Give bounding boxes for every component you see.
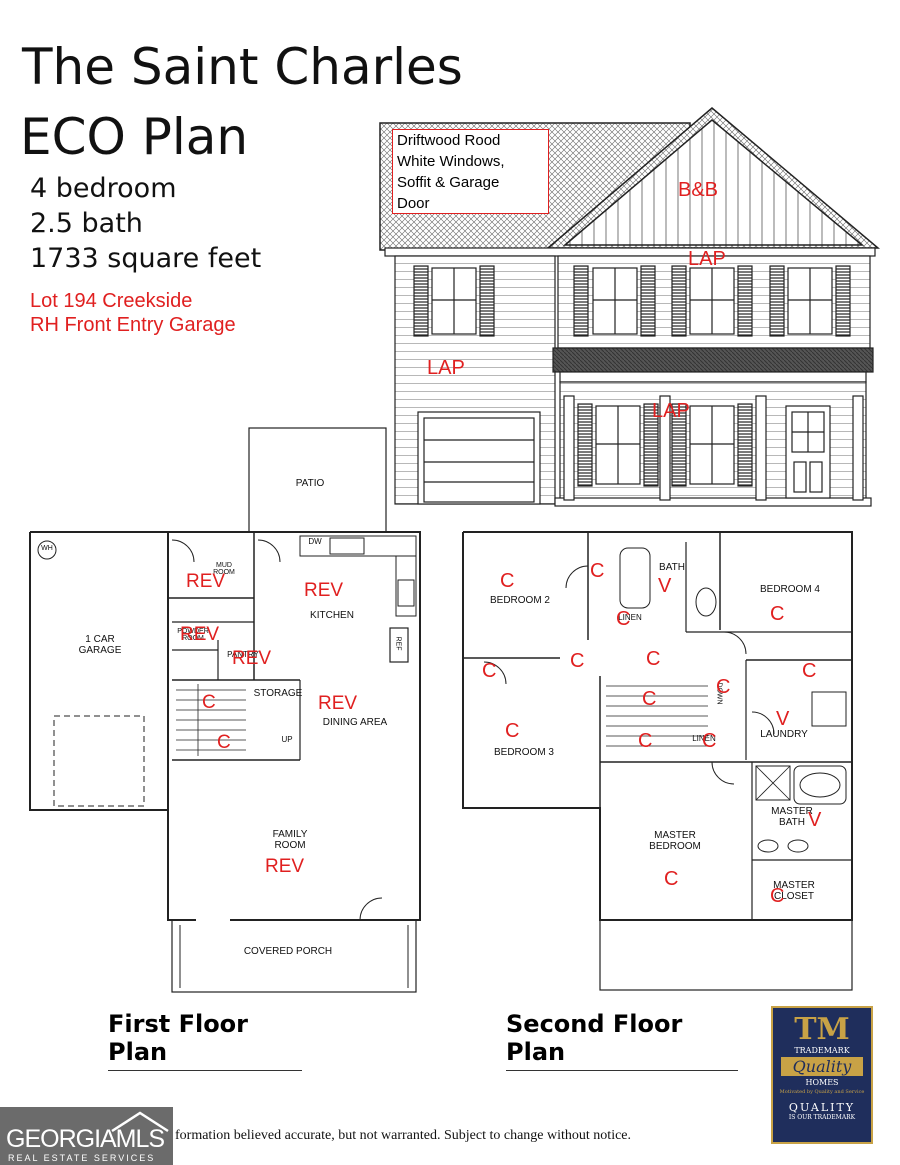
powder-room-code: REV bbox=[180, 624, 220, 645]
covered-porch-label: COVERED PORCH bbox=[243, 946, 333, 957]
master-bath-label: MASTER BATH bbox=[771, 806, 813, 828]
family-room-label: FAMILY ROOM bbox=[272, 829, 308, 851]
logo-tagline: Motivated by Quality and Service bbox=[779, 1089, 865, 1095]
logo-homes: HOMES bbox=[805, 1078, 839, 1087]
family-room-code: REV bbox=[265, 856, 305, 877]
linen-code: C bbox=[616, 608, 631, 630]
mud-room-code: REV bbox=[186, 571, 226, 592]
pantry-code: REV bbox=[232, 648, 272, 669]
master-bath-code: V bbox=[808, 809, 822, 831]
dishwasher-label: DW bbox=[308, 537, 322, 546]
logo-trademark: TRADEMARK bbox=[794, 1046, 850, 1055]
left-siding-code: LAP bbox=[427, 357, 465, 379]
mud-room-label: MUD ROOM bbox=[213, 562, 235, 576]
bath-count: 2.5 bath bbox=[30, 208, 143, 239]
elevation-note-box: Driftwood Rood White Windows, Soffit & G… bbox=[392, 129, 549, 214]
storage-label: STORAGE bbox=[253, 688, 303, 699]
kitchen-code: REV bbox=[304, 580, 344, 601]
powder-room-label: POWDER ROOM bbox=[177, 628, 209, 642]
bath-code: V bbox=[658, 575, 672, 597]
master-bedroom-code: C bbox=[664, 868, 679, 890]
mls-name: GEORGIAMLS bbox=[6, 1125, 165, 1153]
bath-label: BATH bbox=[659, 562, 685, 573]
laundry-label: LAUNDRY bbox=[760, 729, 808, 740]
note-line: White Windows, bbox=[397, 153, 505, 170]
stair-code-1: C bbox=[642, 688, 657, 710]
dining-area-label: DINING AREA bbox=[322, 717, 388, 728]
linen-2-label: LINEN bbox=[692, 734, 716, 743]
logo-mark: TM bbox=[794, 1012, 850, 1047]
linen-1-label: LINEN bbox=[618, 613, 642, 622]
bedroom-4-label: BEDROOM 4 bbox=[759, 584, 820, 595]
water-heater-label: WH bbox=[41, 545, 53, 552]
stair-up-label: UP bbox=[281, 735, 293, 744]
master-closet-label: MASTER CLOSET bbox=[773, 880, 815, 902]
square-feet: 1733 square feet bbox=[30, 243, 262, 274]
logo-quality-word: QUALITY bbox=[788, 1101, 856, 1114]
logo-is-our-trademark: IS OUR TRADEMARK bbox=[788, 1114, 856, 1121]
pantry-label: PANTRY bbox=[227, 650, 259, 659]
stair-code-upper: C bbox=[202, 692, 216, 713]
second-floor-plan-label: Second Floor Plan bbox=[506, 1010, 738, 1071]
plan-subtitle: ECO Plan bbox=[20, 108, 249, 166]
disclaimer-text: formation believed accurate, but not war… bbox=[175, 1128, 632, 1143]
georgia-mls-watermark: GEORGIAMLS REAL ESTATE SERVICES bbox=[0, 1107, 173, 1165]
bedroom-count: 4 bedroom bbox=[30, 173, 177, 204]
porch-siding-code: LAP bbox=[652, 400, 690, 422]
trademark-quality-homes-logo: TM TRADEMARK Quality HOMES Motivated by … bbox=[771, 1006, 873, 1144]
bedroom-2-code: C bbox=[500, 570, 515, 592]
note-line: Soffit & Garage bbox=[397, 174, 500, 191]
hall-code-1: C bbox=[570, 650, 585, 672]
bedroom-3-label: BEDROOM 3 bbox=[493, 747, 554, 758]
hall-closet-code: C bbox=[590, 560, 605, 582]
note-line: Door bbox=[397, 195, 430, 212]
laundry-code: V bbox=[776, 708, 790, 730]
upper-siding-code: LAP bbox=[688, 248, 726, 270]
master-closet-code: C bbox=[770, 885, 785, 907]
gable-siding-code: B&B bbox=[678, 179, 719, 201]
logo-quality: Quality bbox=[781, 1057, 863, 1076]
garage-label: 1 CAR GARAGE bbox=[78, 634, 122, 656]
linen-2-code: C bbox=[702, 730, 717, 752]
kitchen-label: KITCHEN bbox=[310, 610, 354, 621]
bedroom-3-closet-code: C bbox=[482, 660, 497, 682]
master-bedroom-label: MASTER BEDROOM bbox=[649, 830, 701, 852]
hall-code-2: C bbox=[646, 648, 661, 670]
mls-subtitle: REAL ESTATE SERVICES bbox=[8, 1153, 156, 1163]
lot-info: Lot 194 Creekside bbox=[30, 290, 193, 312]
dining-code: REV bbox=[318, 693, 358, 714]
bedroom-4-closet-code: C bbox=[802, 660, 817, 682]
note-line: Driftwood Rood bbox=[397, 132, 501, 149]
stair-code-2: C bbox=[638, 730, 653, 752]
plan-title: The Saint Charles bbox=[22, 38, 463, 96]
stair-landing-code: C bbox=[716, 676, 731, 698]
bedroom-2-label: BEDROOM 2 bbox=[489, 595, 550, 606]
garage-info: RH Front Entry Garage bbox=[30, 314, 236, 336]
roof-icon bbox=[111, 1111, 169, 1133]
stair-code-lower: C bbox=[217, 732, 231, 753]
bedroom-4-code: C bbox=[770, 603, 785, 625]
bedroom-3-code: C bbox=[505, 720, 520, 742]
patio-label: PATIO bbox=[295, 478, 325, 489]
first-floor-plan-label: First Floor Plan bbox=[108, 1010, 302, 1071]
